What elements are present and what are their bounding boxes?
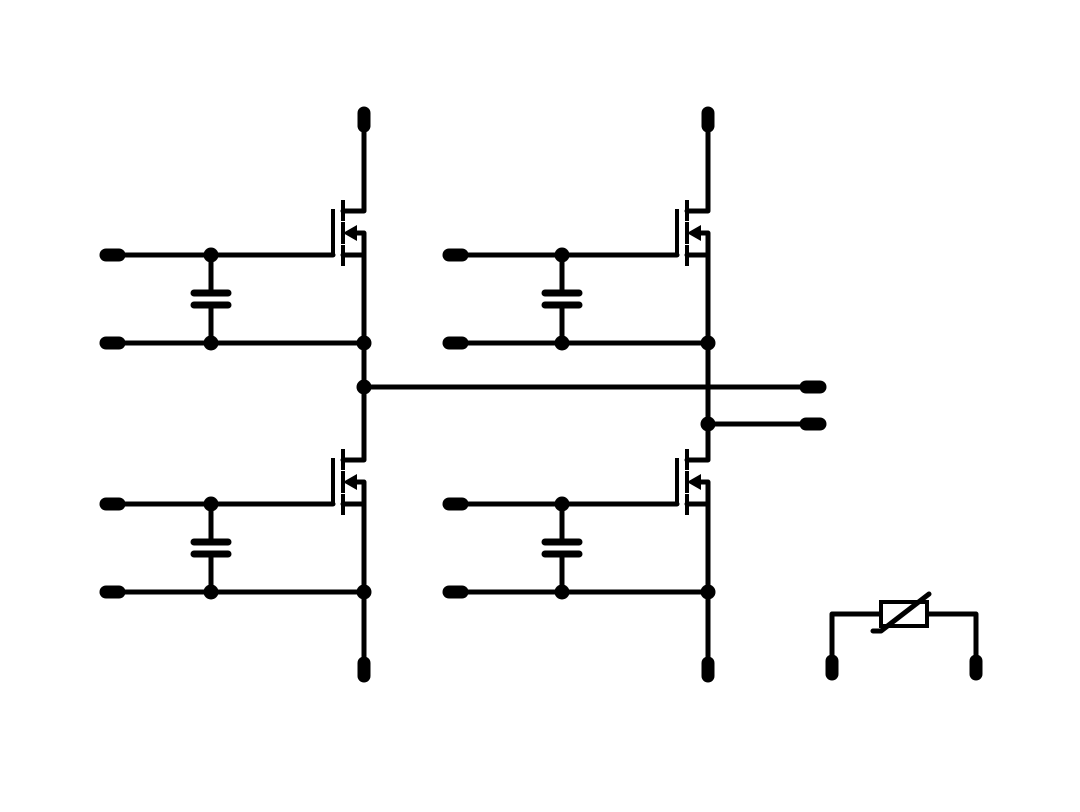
junction-dot bbox=[700, 335, 716, 351]
body-arrow-icon bbox=[343, 225, 357, 241]
junction-dot bbox=[554, 335, 570, 351]
body-arrow-icon bbox=[687, 225, 701, 241]
body-source-wire bbox=[691, 479, 711, 673]
junction-dot bbox=[203, 335, 219, 351]
body-source-wire bbox=[347, 479, 367, 673]
junction-dot-output-lower bbox=[700, 416, 716, 432]
stage-top-left bbox=[99, 106, 372, 390]
varistor-lead-left bbox=[829, 611, 884, 670]
junction-dot bbox=[203, 247, 219, 263]
junction-dot bbox=[554, 584, 570, 600]
junction-dot bbox=[700, 584, 716, 600]
drain-wire bbox=[684, 116, 711, 214]
output-wiring bbox=[361, 380, 827, 431]
junction-dot bbox=[356, 584, 372, 600]
body-arrow-icon bbox=[687, 474, 701, 490]
drain-wire bbox=[684, 421, 711, 463]
junction-dot bbox=[356, 335, 372, 351]
junction-dot bbox=[203, 584, 219, 600]
varistor-slash-icon bbox=[870, 591, 932, 634]
stage-bottom-left bbox=[99, 384, 372, 683]
varistor-lead-right bbox=[924, 611, 979, 670]
body-arrow-icon bbox=[343, 474, 357, 490]
drain-wire bbox=[340, 384, 367, 463]
stage-bottom-right bbox=[442, 421, 716, 683]
varistor bbox=[825, 591, 983, 681]
drain-wire bbox=[340, 116, 367, 214]
junction-dot-output-upper bbox=[356, 379, 372, 395]
junction-dot bbox=[554, 496, 570, 512]
stage-top-right bbox=[442, 106, 716, 462]
junction-dot bbox=[554, 247, 570, 263]
junction-dot bbox=[203, 496, 219, 512]
